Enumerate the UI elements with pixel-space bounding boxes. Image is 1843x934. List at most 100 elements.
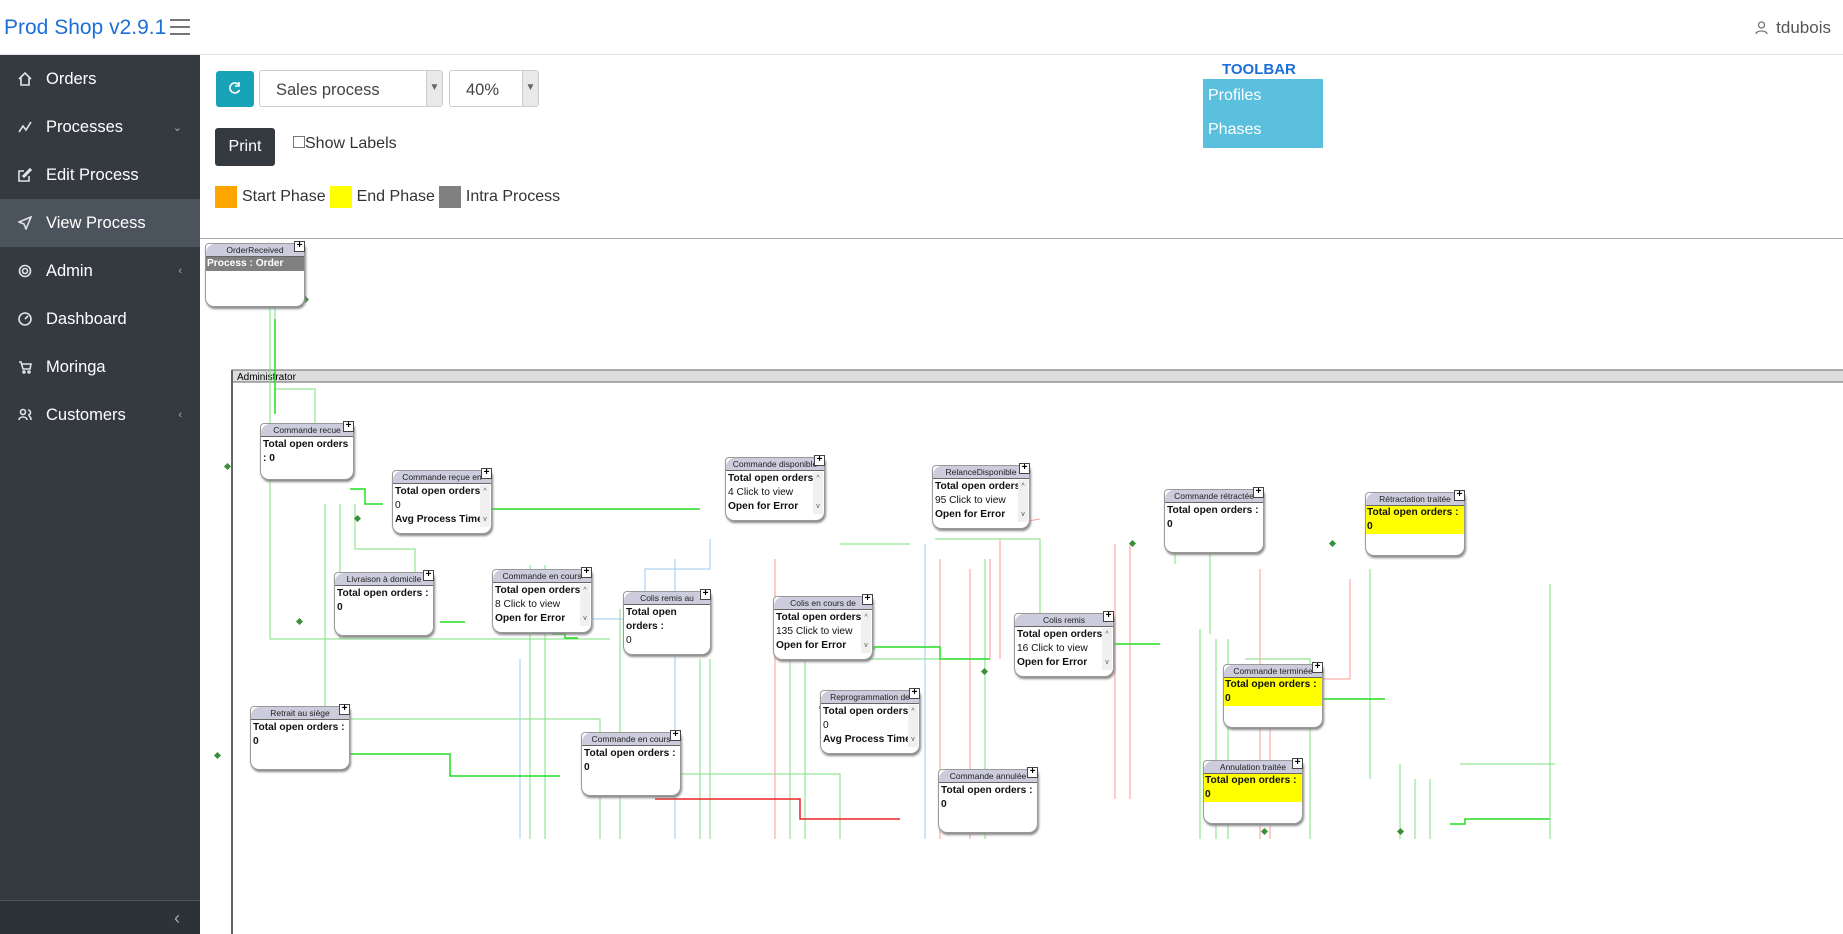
- sidebar-item-label: Customers: [46, 405, 126, 424]
- node-annulation-traitee[interactable]: Annulation traitée+Total open orders : 0: [1203, 758, 1303, 824]
- node-retrait-au-siege[interactable]: Retrait au siège+Total open orders : 0: [250, 704, 350, 770]
- node-line: Total open orders :: [626, 607, 677, 632]
- expand-icon[interactable]: +: [481, 468, 492, 479]
- sidebar-item-view-process[interactable]: View Process: [0, 199, 200, 247]
- lane-label: Administrator: [237, 372, 297, 383]
- node-commande-terminee[interactable]: Commande terminée+Total open orders : 0: [1223, 662, 1323, 728]
- node-line: Total open orders : 0: [263, 439, 349, 464]
- expand-icon[interactable]: +: [1103, 611, 1114, 622]
- node-line: Open for Error: [728, 501, 799, 512]
- node-colis-remis[interactable]: Colis remis+Total open orders :16 Click …: [1014, 611, 1114, 677]
- node-livraison-a-domicile[interactable]: Livraison à domicile+Total open orders :…: [334, 570, 434, 636]
- legend-start-label: Start Phase: [242, 188, 326, 205]
- node-title: Commande reçue en: [393, 471, 491, 484]
- sidebar-item-moringa[interactable]: Moringa: [0, 343, 200, 391]
- zoom-select[interactable]: 40%▼: [449, 70, 539, 107]
- expand-icon[interactable]: +: [1019, 463, 1030, 474]
- node-commande-annulee[interactable]: Commande annulée+Total open orders : 0: [938, 767, 1038, 833]
- chevron-left-icon: ‹: [178, 265, 182, 277]
- toolbar-phases[interactable]: Phases: [1208, 121, 1262, 138]
- node-title: Annulation traitée: [1204, 761, 1302, 774]
- expand-icon[interactable]: +: [294, 241, 305, 252]
- expand-icon[interactable]: +: [1253, 487, 1264, 498]
- node-line: Avg Process Time:: [823, 734, 915, 745]
- sidebar-item-processes[interactable]: Processes⌄: [0, 103, 200, 151]
- sidebar-item-admin[interactable]: Admin‹: [0, 247, 200, 295]
- node-title: OrderReceived: [206, 244, 304, 257]
- node-commande-retractee[interactable]: Commande rétractée+ Total open orders : 0: [1164, 487, 1264, 553]
- chevron-down-icon: ▼: [426, 71, 442, 106]
- node-line[interactable]: 135 Click to view: [776, 626, 853, 637]
- node-scrollbar[interactable]: ^v: [580, 584, 590, 626]
- expand-icon[interactable]: +: [814, 455, 825, 466]
- sidebar-collapse-button[interactable]: ‹: [0, 900, 200, 934]
- node-line: Total open orders :: [776, 612, 868, 623]
- node-commande-disponible[interactable]: Commande disponible+Total open orders :4…: [725, 455, 825, 521]
- start-phase-swatch: [215, 186, 237, 208]
- node-line[interactable]: 8 Click to view: [495, 599, 561, 610]
- toolbar-profiles[interactable]: Profiles: [1208, 87, 1262, 104]
- sidebar-item-label: Moringa: [46, 357, 106, 376]
- node-line[interactable]: 16 Click to view: [1017, 643, 1088, 654]
- node-title: Colis remis au: [624, 592, 710, 605]
- cart-icon: [19, 361, 32, 374]
- expand-icon[interactable]: +: [1292, 758, 1303, 769]
- node-title: Colis remis: [1015, 614, 1113, 627]
- node-retractation-traitee[interactable]: Rétractation traitée+Total open orders :…: [1365, 490, 1465, 556]
- show-labels-checkbox[interactable]: Show Labels: [293, 135, 397, 153]
- node-colis-en-cours-de[interactable]: Colis en cours de+Total open orders :135…: [773, 594, 873, 660]
- print-button[interactable]: Print: [215, 128, 275, 166]
- node-scrollbar[interactable]: ^v: [480, 485, 490, 527]
- node-line: Process : Order: [206, 257, 304, 271]
- hamburger-menu-icon[interactable]: [170, 19, 190, 35]
- sidebar-item-edit-process[interactable]: Edit Process: [0, 151, 200, 199]
- node-line: Avg Process Time:: [395, 514, 487, 525]
- node-line: Total open orders : 0: [1366, 506, 1464, 534]
- node-title: RelanceDisponible: [933, 466, 1029, 479]
- node-order-received[interactable]: OrderReceived+ Process : Order: [205, 241, 305, 307]
- process-select[interactable]: Sales process ▼: [259, 70, 443, 107]
- user-menu[interactable]: tdubois: [1755, 18, 1831, 38]
- node-line: Total open orders :: [935, 481, 1027, 492]
- expand-icon[interactable]: +: [909, 688, 920, 699]
- gear-icon: [18, 264, 32, 278]
- node-commande-en-cours-2[interactable]: Commande en cours+Total open orders : 0: [581, 730, 681, 796]
- node-colis-remis-au[interactable]: Colis remis au+Total open orders :0: [623, 589, 711, 655]
- node-line: Total open orders :: [728, 473, 820, 484]
- expand-icon[interactable]: +: [1312, 662, 1323, 673]
- sidebar-item-orders[interactable]: Orders: [0, 55, 200, 103]
- process-diagram-canvas[interactable]: Administrator: [200, 238, 1843, 934]
- node-commande-recue[interactable]: Commande recue+Total open orders : 0: [260, 421, 354, 480]
- refresh-button[interactable]: [216, 71, 254, 107]
- node-commande-en-cours-1[interactable]: Commande en cours+Total open orders :8 C…: [492, 567, 592, 633]
- node-line[interactable]: 95 Click to view: [935, 495, 1006, 506]
- expand-icon[interactable]: +: [1027, 767, 1038, 778]
- node-line[interactable]: 4 Click to view: [728, 487, 794, 498]
- phase-legend: Start Phase End Phase Intra Process: [215, 186, 564, 208]
- expand-icon[interactable]: +: [670, 730, 681, 741]
- expand-icon[interactable]: +: [1454, 490, 1465, 501]
- brand-title[interactable]: Prod Shop v2.9.1: [4, 16, 167, 39]
- node-relance-disponible[interactable]: RelanceDisponible+ Total open orders : 95 …: [932, 463, 1030, 529]
- sidebar-item-customers[interactable]: Customers‹: [0, 391, 200, 439]
- expand-icon[interactable]: +: [581, 567, 592, 578]
- zoom-select-value: 40%: [466, 81, 500, 99]
- node-line: Total open orders : 0: [1167, 505, 1259, 530]
- sidebar-item-dashboard[interactable]: Dashboard: [0, 295, 200, 343]
- process-select-value: Sales process: [276, 81, 380, 99]
- expand-icon[interactable]: +: [862, 594, 873, 605]
- node-scrollbar[interactable]: ^v: [1018, 480, 1028, 522]
- expand-icon[interactable]: +: [339, 704, 350, 715]
- checkbox-box[interactable]: [293, 136, 305, 148]
- node-line: Open for Error: [495, 613, 566, 624]
- node-scrollbar[interactable]: ^v: [908, 705, 918, 747]
- expand-icon[interactable]: +: [423, 570, 434, 581]
- node-title: Commande rétractée: [1165, 490, 1263, 503]
- node-scrollbar[interactable]: ^v: [861, 611, 871, 653]
- node-scrollbar[interactable]: ^v: [813, 472, 823, 514]
- node-scrollbar[interactable]: ^v: [1102, 628, 1112, 670]
- expand-icon[interactable]: +: [700, 589, 711, 600]
- expand-icon[interactable]: +: [343, 421, 354, 432]
